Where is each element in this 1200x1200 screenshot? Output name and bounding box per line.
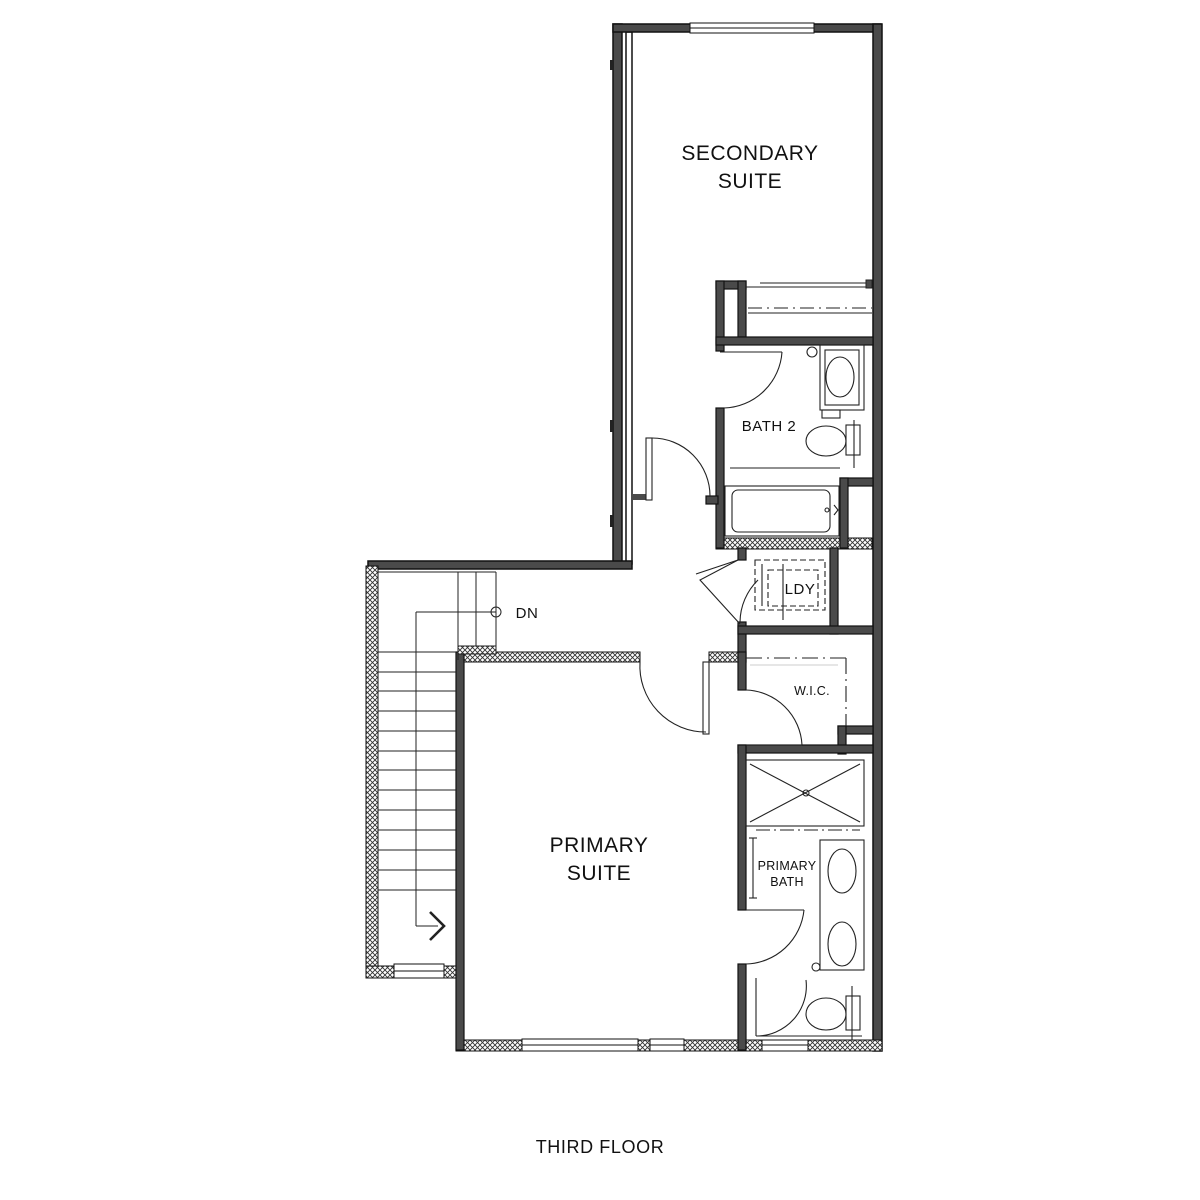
primary-suite-label-2: SUITE bbox=[567, 862, 631, 885]
door-secondary-suite bbox=[645, 437, 711, 501]
closet-slider bbox=[746, 279, 873, 314]
primary-bath-fixtures bbox=[745, 759, 865, 1040]
windows-bottom bbox=[393, 963, 809, 1052]
secondary-suite-label-2: SUITE bbox=[718, 170, 782, 193]
window-top bbox=[689, 22, 815, 34]
primary-bath-label-1: PRIMARY bbox=[758, 859, 817, 873]
wic-label: W.I.C. bbox=[794, 684, 830, 698]
primary-bath-label-2: BATH bbox=[770, 875, 804, 889]
floor-title: THIRD FLOOR bbox=[535, 1137, 665, 1157]
room-labels: SECONDARY SUITE BATH 2 LDY W.I.C. PRIMAR… bbox=[516, 142, 830, 889]
door-bath-2 bbox=[720, 351, 783, 409]
bath-2-label: BATH 2 bbox=[742, 418, 796, 435]
bath-2-fixtures bbox=[724, 344, 865, 537]
staircase bbox=[378, 571, 502, 941]
laundry bbox=[695, 559, 826, 625]
primary-suite-label-1: PRIMARY bbox=[550, 834, 649, 857]
interior-walls bbox=[455, 280, 874, 1051]
laundry-label: LDY bbox=[785, 581, 816, 598]
wall-ticks bbox=[610, 60, 646, 527]
door-primary-suite bbox=[639, 661, 710, 735]
secondary-suite-label-1: SECONDARY bbox=[681, 142, 818, 165]
walk-in-closet bbox=[745, 657, 847, 746]
stair-down-label: DN bbox=[516, 605, 539, 622]
